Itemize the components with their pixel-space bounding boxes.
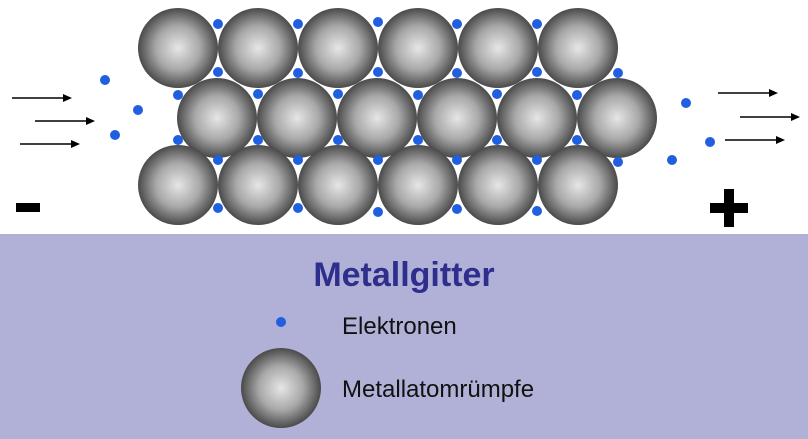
electron [572, 90, 582, 100]
electron [413, 135, 423, 145]
legend-atom-core-icon [241, 348, 321, 428]
electron [253, 135, 263, 145]
electron [681, 98, 691, 108]
flow-arrow-head [86, 117, 95, 125]
flow-arrow-head [71, 140, 80, 148]
electrons-group [100, 17, 715, 217]
electron [213, 155, 223, 165]
electron [452, 155, 462, 165]
atom-core [538, 8, 618, 88]
legend-electron-label: Elektronen [342, 313, 457, 340]
atom-core [458, 145, 538, 225]
negative-pole-sign [16, 203, 40, 212]
electron [452, 19, 462, 29]
atom-core [298, 145, 378, 225]
left-electron-flow-arrows [12, 94, 95, 148]
electron [293, 203, 303, 213]
atom-core [378, 8, 458, 88]
atom-core [218, 8, 298, 88]
electron [173, 135, 183, 145]
electron [373, 67, 383, 77]
electron [333, 135, 343, 145]
atom-core [458, 8, 538, 88]
atom-core [257, 78, 337, 158]
electron [532, 155, 542, 165]
electron [133, 105, 143, 115]
flow-arrow-head [776, 136, 785, 144]
legend-atom-core-label: Metallatomrümpfe [342, 376, 535, 403]
electron [532, 206, 542, 216]
atom-core [337, 78, 417, 158]
electron [373, 155, 383, 165]
electron [413, 90, 423, 100]
legend-electron-icon [276, 317, 286, 327]
electron [333, 89, 343, 99]
atom-core [138, 145, 218, 225]
electron [213, 67, 223, 77]
electron [492, 135, 502, 145]
electron [293, 155, 303, 165]
electron [532, 19, 542, 29]
electron [293, 19, 303, 29]
flow-arrow-head [769, 89, 778, 97]
legend-title: Metallgitter [313, 256, 495, 294]
atom-core [378, 145, 458, 225]
electron [452, 68, 462, 78]
flow-arrow-head [791, 113, 800, 121]
electron [532, 67, 542, 77]
electron [293, 68, 303, 78]
electron [213, 19, 223, 29]
electron [613, 68, 623, 78]
electron [373, 207, 383, 217]
electron [100, 75, 110, 85]
electron [705, 137, 715, 147]
electron [213, 203, 223, 213]
electron [492, 89, 502, 99]
atom-cores-group [138, 8, 657, 225]
positive-pole-sign [710, 189, 748, 227]
electron [613, 157, 623, 167]
electron [373, 17, 383, 27]
atom-core [298, 8, 378, 88]
atom-core [218, 145, 298, 225]
electron [667, 155, 677, 165]
atom-core [138, 8, 218, 88]
electron [452, 204, 462, 214]
legend-panel [0, 234, 808, 439]
atom-core [538, 145, 618, 225]
atom-core [577, 78, 657, 158]
flow-arrow-head [63, 94, 72, 102]
electron [110, 130, 120, 140]
atom-core [417, 78, 497, 158]
atom-core [497, 78, 577, 158]
electron [572, 135, 582, 145]
atom-core [177, 78, 257, 158]
right-electron-flow-arrows [718, 89, 800, 144]
electron [173, 90, 183, 100]
electron [253, 89, 263, 99]
